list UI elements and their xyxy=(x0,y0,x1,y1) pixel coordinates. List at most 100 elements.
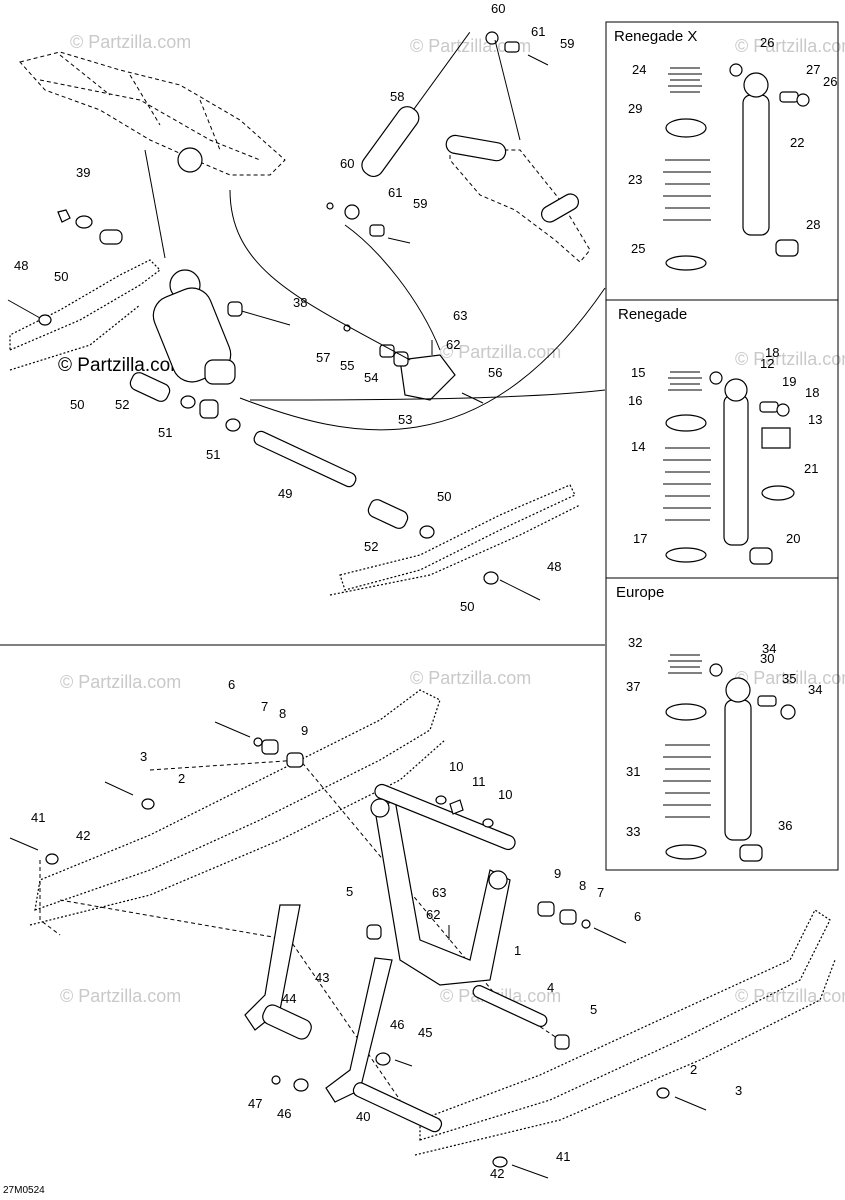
callout-9: 9 xyxy=(554,866,561,881)
arrow-line xyxy=(144,149,166,259)
shock-variant-renegade-x xyxy=(663,63,810,271)
callout-39: 39 xyxy=(76,165,90,180)
spring-seat-37 xyxy=(665,703,707,721)
callout-40: 40 xyxy=(356,1109,370,1124)
bushing-26-right xyxy=(796,93,810,107)
right-rail-lower xyxy=(419,909,831,1141)
bushing-8-right xyxy=(559,909,577,925)
callout-48: 48 xyxy=(14,258,28,273)
shock-absorber-22 xyxy=(742,94,770,236)
spacer-9-left xyxy=(286,752,304,768)
front-arm-tube xyxy=(445,134,507,162)
callout-26: 26 xyxy=(760,35,774,50)
spacer-51 xyxy=(199,399,219,419)
link-43-right xyxy=(325,957,393,1103)
callout-46: 46 xyxy=(390,1017,404,1032)
watermark-text: © Partzilla.com xyxy=(735,986,845,1006)
panel-europe-frame xyxy=(605,577,839,871)
callout-62: 62 xyxy=(426,907,440,922)
callout-50: 50 xyxy=(54,269,68,284)
washer-46-bottom xyxy=(293,1078,309,1092)
panel-title-renegade: Renegade xyxy=(618,306,688,323)
chassis-frame xyxy=(19,51,286,176)
callout-18: 18 xyxy=(765,345,779,360)
bushing-61-bottom xyxy=(369,224,385,237)
bushing-61-top xyxy=(504,41,520,53)
bolt-6-left xyxy=(214,721,251,738)
bushing-34-right xyxy=(780,704,796,720)
upper-shock xyxy=(361,32,471,178)
callout-16: 16 xyxy=(628,393,642,408)
shock-absorber-12 xyxy=(723,394,749,546)
washer-10-top xyxy=(435,795,447,805)
spring-seat-29 xyxy=(665,118,707,138)
bushing-26-left xyxy=(729,63,743,77)
chassis-frame-member xyxy=(39,79,261,161)
watermark-text: © Partzilla.com xyxy=(410,668,531,688)
nut-39 xyxy=(57,209,71,223)
callout-4: 4 xyxy=(547,980,554,995)
spring-32 xyxy=(668,654,702,674)
callout-36: 36 xyxy=(778,818,792,833)
callout-2: 2 xyxy=(690,1062,697,1077)
left-rail-lower xyxy=(34,689,441,911)
linkage-block-53 xyxy=(399,354,456,401)
washer-7-left xyxy=(253,737,263,747)
spacer-44 xyxy=(262,1004,312,1040)
shaft-40 xyxy=(352,1082,443,1133)
bolt-6-right xyxy=(593,927,627,944)
callout-5: 5 xyxy=(346,884,353,899)
rear-shock-end xyxy=(204,359,236,385)
bolt-41-left xyxy=(9,837,39,851)
panel-title-europe: Europe xyxy=(616,584,665,601)
callout-30: 30 xyxy=(760,651,774,666)
callout-18: 18 xyxy=(805,385,819,400)
arrow-line xyxy=(344,224,441,351)
callout-46: 46 xyxy=(277,1106,291,1121)
arrow-line xyxy=(249,389,606,401)
bushing-5-lower xyxy=(554,1034,570,1050)
washer-51-right xyxy=(225,418,241,432)
lower-assembly xyxy=(9,689,836,1179)
watermark-text: © Partzilla.com xyxy=(735,36,845,56)
bushing-34-left xyxy=(709,663,723,677)
shock-variant-europe xyxy=(663,654,796,862)
callout-24: 24 xyxy=(632,62,646,77)
rear-shock xyxy=(152,269,291,385)
bolt-45 xyxy=(394,1059,413,1067)
watermark-text: © Partzilla.com xyxy=(735,349,845,369)
callout-26: 26 xyxy=(823,74,837,89)
rear-arm-tube xyxy=(374,783,516,851)
callout-41: 41 xyxy=(31,810,45,825)
callout-50: 50 xyxy=(70,397,84,412)
main-watermark: © Partzilla.com xyxy=(58,355,186,376)
shock-absorber-30 xyxy=(724,699,752,841)
callout-50: 50 xyxy=(460,599,474,614)
washer-46-top xyxy=(375,1052,391,1066)
callout-1: 1 xyxy=(514,943,521,958)
callout-41: 41 xyxy=(556,1149,570,1164)
callout-52: 52 xyxy=(364,539,378,554)
callout-59: 59 xyxy=(560,36,574,51)
nut-47 xyxy=(271,1075,281,1085)
washer-7-right xyxy=(581,919,591,929)
spring-23 xyxy=(663,159,711,221)
callout-43: 43 xyxy=(315,970,329,985)
callout-8: 8 xyxy=(579,878,586,893)
washer-10-bottom xyxy=(482,818,494,828)
nut-60-bottom xyxy=(326,202,334,210)
rear-arm-eye-left xyxy=(370,798,390,818)
bushing-55 xyxy=(379,344,395,358)
callout-60: 60 xyxy=(340,156,354,171)
bushing-5-upper xyxy=(366,924,382,940)
callout-51: 51 xyxy=(206,447,220,462)
callout-35: 35 xyxy=(782,671,796,686)
upper-assembly xyxy=(7,31,606,601)
callout-11: 11 xyxy=(472,774,486,789)
shock-eye-30 xyxy=(725,677,751,703)
bushing-54 xyxy=(393,351,409,367)
bushing-20 xyxy=(749,547,773,565)
callout-31: 31 xyxy=(626,764,640,779)
spacer-35 xyxy=(757,695,777,707)
washer-50-left xyxy=(38,314,52,326)
